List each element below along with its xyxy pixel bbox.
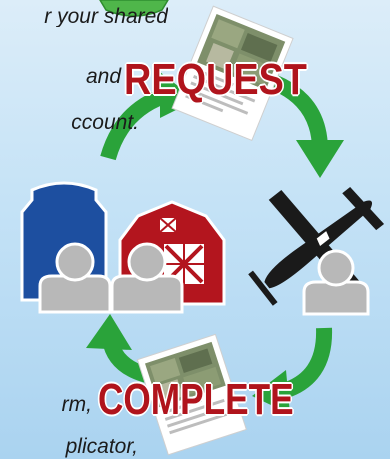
caption-top-line-2: and [86, 65, 122, 88]
caption-bottom-line-1: rm, [61, 393, 92, 416]
caption-top-line-3: ccount. [71, 111, 139, 134]
field-map-document-icon [171, 5, 294, 142]
field-map-document-icon [136, 333, 247, 456]
caption-top-line-1: r your shared [44, 6, 168, 27]
farmer-person-icon [110, 242, 184, 314]
pilot-person-icon [302, 249, 370, 316]
cycle-arrow-icon [252, 327, 333, 414]
request-label: REQUEST [124, 55, 307, 104]
caption-bottom-line-2: plicator, [65, 435, 138, 458]
complete-label: COMPLETE [98, 375, 294, 424]
green-badge-icon [99, 0, 169, 17]
farmer-person-icon [38, 242, 112, 314]
